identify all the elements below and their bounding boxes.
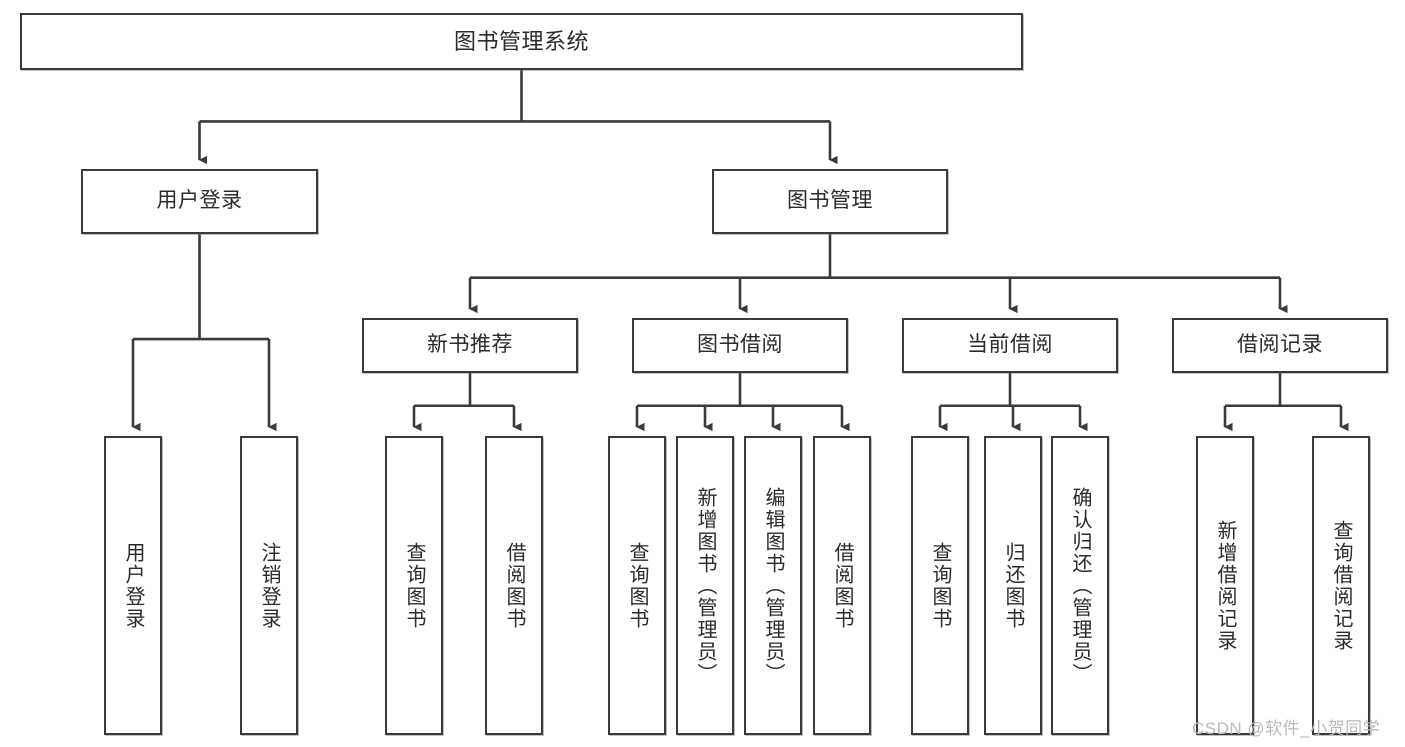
node-leaf-user-login[interactable]: 用户登录 — [104, 436, 162, 735]
node-label: 查询图书 — [626, 541, 648, 630]
node-label: 归还图书 — [1002, 541, 1024, 630]
node-leaf-confirm-return[interactable]: 确认归还（管理员） — [1051, 436, 1109, 735]
node-label: 用户登录 — [122, 541, 144, 630]
node-label: 查询图书 — [929, 541, 951, 630]
node-leaf-borrow-book-1[interactable]: 借阅图书 — [485, 436, 543, 735]
node-leaf-query-book-2[interactable]: 查询图书 — [608, 436, 666, 735]
node-label: 当前借阅 — [967, 333, 1053, 357]
node-leaf-query-record[interactable]: 查询借阅记录 — [1312, 436, 1370, 735]
node-current-borrow[interactable]: 当前借阅 — [902, 318, 1118, 373]
node-leaf-add-book[interactable]: 新增图书（管理员） — [676, 436, 734, 735]
node-label: 借阅图书 — [831, 541, 853, 630]
node-label: 注销登录 — [258, 541, 280, 630]
node-book-borrow[interactable]: 图书借阅 — [632, 318, 848, 373]
node-label: 查询图书 — [403, 541, 425, 630]
node-label: 借阅图书 — [503, 541, 525, 630]
node-label: 新书推荐 — [427, 333, 513, 357]
node-label: 图书管理 — [787, 189, 873, 213]
node-book-manage[interactable]: 图书管理 — [712, 169, 948, 234]
node-user-login[interactable]: 用户登录 — [81, 169, 318, 234]
node-label: 用户登录 — [156, 189, 243, 213]
node-leaf-return-book[interactable]: 归还图书 — [984, 436, 1042, 735]
node-new-book-rec[interactable]: 新书推荐 — [362, 318, 578, 373]
node-label: 查询借阅记录 — [1330, 519, 1352, 652]
node-label: 新增借阅记录 — [1214, 519, 1236, 652]
node-label: 借阅记录 — [1237, 333, 1323, 357]
node-label: 确认归还（管理员） — [1069, 486, 1091, 685]
node-label: 图书借阅 — [697, 333, 783, 357]
node-leaf-borrow-book-2[interactable]: 借阅图书 — [813, 436, 871, 735]
node-label: 新增图书（管理员） — [694, 486, 716, 685]
node-leaf-query-book-3[interactable]: 查询图书 — [911, 436, 969, 735]
node-leaf-add-record[interactable]: 新增借阅记录 — [1196, 436, 1254, 735]
node-label: 编辑图书（管理员） — [762, 486, 784, 685]
node-leaf-query-book-1[interactable]: 查询图书 — [385, 436, 443, 735]
csdn-watermark: CSDN @软件_小贺同学 — [1192, 719, 1381, 738]
node-root[interactable]: 图书管理系统 — [20, 13, 1023, 70]
node-leaf-edit-book[interactable]: 编辑图书（管理员） — [744, 436, 802, 735]
node-label: 图书管理系统 — [453, 28, 589, 54]
node-leaf-user-logout[interactable]: 注销登录 — [240, 436, 298, 735]
node-borrow-record[interactable]: 借阅记录 — [1172, 318, 1388, 373]
